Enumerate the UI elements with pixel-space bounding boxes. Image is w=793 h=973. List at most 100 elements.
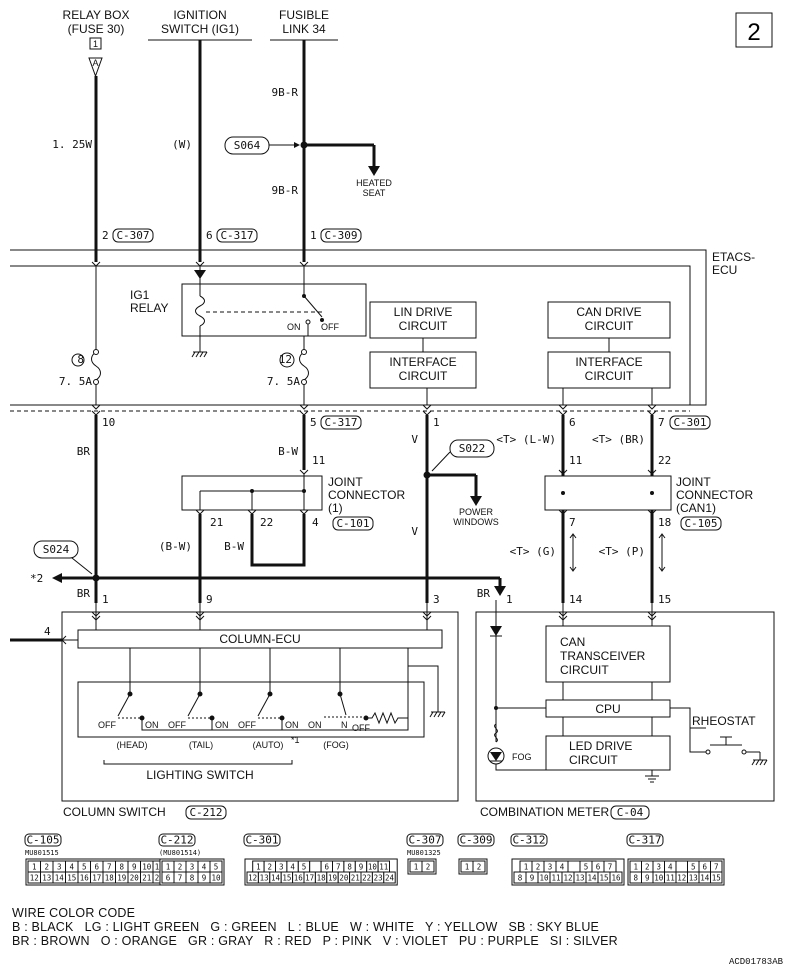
led-drive-circuit: CIRCUIT — [569, 753, 618, 767]
connector-id-box — [158, 833, 196, 847]
arrow-left-icon — [52, 573, 62, 583]
fuse-8-circle — [71, 353, 85, 367]
connector-pin-number: 14 — [700, 874, 710, 883]
pin-21: 21 — [210, 516, 223, 529]
auto-off: OFF — [238, 720, 256, 730]
can-drive-box — [547, 301, 671, 339]
conn-c309: C-309 — [324, 229, 357, 242]
conn-c04: C-04 — [617, 806, 644, 819]
conn-c301-box — [669, 415, 711, 430]
connector-pin-number: 16 — [294, 874, 304, 883]
connector-id-box — [406, 833, 444, 847]
conn-c317b: C-317 — [324, 416, 357, 429]
connector-part-number: MU801325 — [407, 849, 441, 857]
conn-c101: C-101 — [336, 517, 369, 530]
connector-pin-number: 10 — [654, 874, 664, 883]
tail-off: OFF — [168, 720, 186, 730]
connector-pin-number: 5 — [584, 863, 589, 872]
lighting-switch-label: LIGHTING SWITCH — [146, 768, 253, 782]
joint1-number: (1) — [328, 501, 343, 515]
connector-pin-number: 4 — [668, 863, 673, 872]
connector-pin-number: 5 — [82, 863, 87, 872]
fusible-link-label: LINK 34 — [282, 22, 326, 36]
connector-cavity — [209, 871, 223, 884]
meter-pin-15: 15 — [658, 593, 671, 606]
jc1-bottom-terminals — [195, 509, 309, 515]
wire-label-br2: BR — [77, 587, 91, 600]
connector-id-box — [457, 833, 495, 847]
connector-part-number: (MU801514) — [159, 849, 201, 857]
pin-2: 2 — [102, 229, 109, 242]
connector-cavity — [421, 860, 435, 873]
connector-pin-number: 11 — [155, 863, 164, 872]
connector-pin-number: 13 — [575, 874, 584, 883]
pin-10: 10 — [102, 416, 115, 429]
page-number-box — [735, 12, 773, 48]
led-to-driver — [495, 764, 546, 771]
connector-pin-number: 11 — [551, 874, 560, 883]
ig1-relay-label: IG1 — [130, 288, 150, 302]
connector-pin-number: 8 — [347, 863, 352, 872]
connector-pin-number: 9 — [359, 863, 364, 872]
fuse-8-bot — [93, 379, 99, 385]
connector-pin-number: 6 — [596, 863, 601, 872]
connector-pin-number: 15 — [712, 874, 721, 883]
jc1-term-top — [299, 469, 309, 475]
conn-c04-box — [610, 805, 650, 820]
connector-pin-number: 15 — [282, 874, 291, 883]
relay-on-label: ON — [287, 322, 301, 332]
connector-pin-number: 1 — [465, 863, 470, 872]
pin-7b: 7 — [569, 516, 576, 529]
arrow-down-icon — [494, 586, 506, 596]
connector-pin-number: 4 — [290, 863, 295, 872]
relay-box-pin-box — [89, 37, 102, 50]
lin-drive-label: LIN DRIVE — [394, 305, 453, 319]
led-triangle — [490, 752, 502, 761]
splice-s024-label: S024 — [43, 543, 70, 556]
connector-pin-number: 12 — [677, 874, 686, 883]
etacs-top-terminals — [91, 261, 309, 267]
conn-c309-box — [320, 228, 362, 243]
joint2-label: JOINT — [676, 475, 711, 489]
pin-4b: 4 — [312, 516, 319, 529]
etacs-ecu-box — [10, 249, 707, 406]
can-tx-label: CAN — [560, 635, 585, 649]
connector-id: C-105 — [26, 834, 59, 847]
splice-s022-label: S022 — [459, 442, 486, 455]
connector-pin-number: 3 — [57, 863, 62, 872]
pin-1b: 1 — [433, 416, 440, 429]
conn-c105-box — [680, 516, 722, 531]
fuse-8-rating: 7. 5A — [59, 375, 92, 388]
connector-pin-number: 17 — [92, 874, 101, 883]
connector-cavity — [609, 871, 623, 884]
wire-label-tp: <T> (P) — [599, 545, 645, 558]
tail-on: ON — [215, 720, 229, 730]
wire-label-w: (W) — [172, 138, 192, 151]
switch-head-icon — [117, 691, 145, 721]
wire-color-line1: B : BLACK LG : LIGHT GREEN G : GREEN L :… — [12, 920, 600, 934]
ecu-label: ECU — [712, 263, 737, 277]
wire-label-br: BR — [77, 445, 91, 458]
jc1-node-b — [302, 489, 306, 493]
connector-pin-number: 1 — [256, 863, 261, 872]
conn-c307: C-307 — [116, 229, 149, 242]
switch-auto-icon — [257, 691, 285, 721]
connector-pin-number: 8 — [518, 874, 523, 883]
wire-label-bw1: B-W — [278, 445, 298, 458]
connector-pin-number: 19 — [328, 874, 337, 883]
can-tx-circuit: CIRCUIT — [560, 663, 609, 677]
connector-pin-number: 10 — [368, 863, 378, 872]
col-pin-4: 4 — [44, 625, 51, 638]
cpu-label: CPU — [595, 702, 620, 716]
leader-arrow-icon — [294, 142, 300, 148]
connector-pin-number: 4 — [69, 863, 74, 872]
relay-off-label: OFF — [321, 322, 339, 332]
connector-pin-number: 17 — [305, 874, 314, 883]
connector-pin-number: 14 — [271, 874, 281, 883]
connector-pin-number: 12 — [563, 874, 572, 883]
auto-name: (AUTO) — [253, 740, 284, 750]
connector-pin-number: 5 — [302, 863, 307, 872]
relay-box-label: RELAY BOX — [63, 8, 130, 22]
etacs-bottom-terminals — [91, 404, 657, 416]
